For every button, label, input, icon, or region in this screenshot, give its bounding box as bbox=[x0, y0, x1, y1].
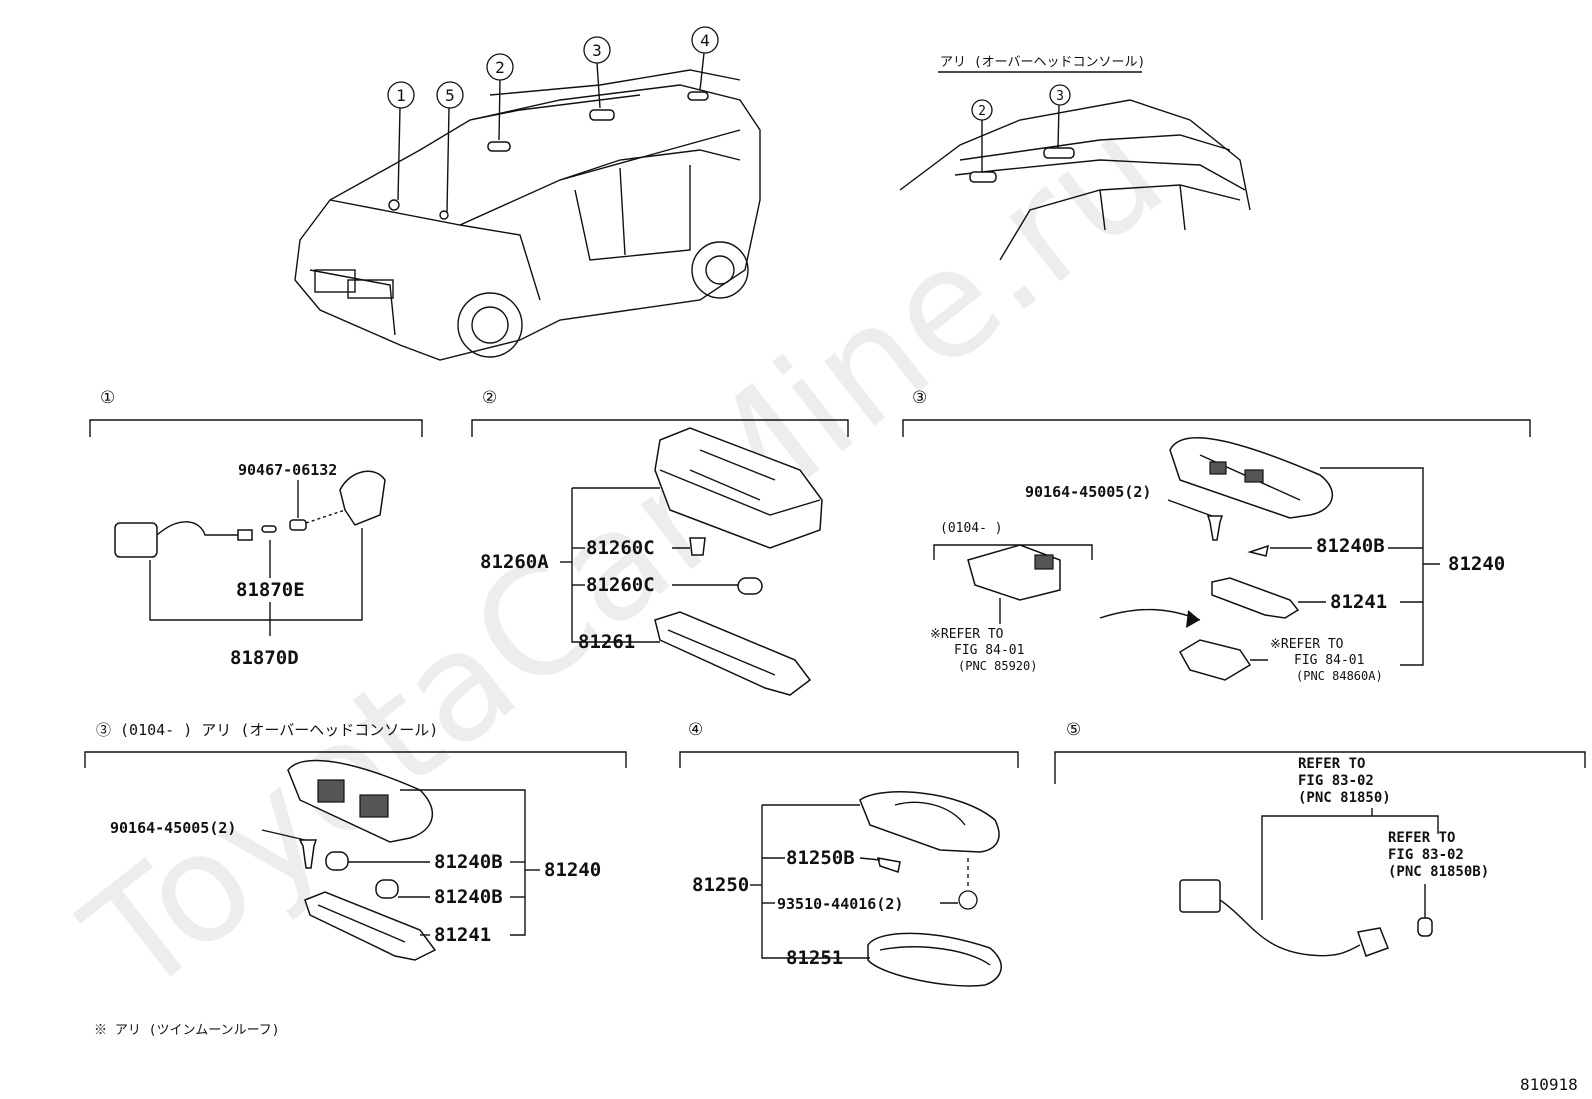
console-marker-2: 2 bbox=[978, 104, 986, 119]
part-81260C-2: 81260C bbox=[586, 574, 655, 596]
part-81250B: 81250B bbox=[786, 847, 855, 869]
part-81240-b: 81240 bbox=[544, 859, 601, 881]
section-1-header: ① bbox=[100, 388, 115, 408]
marker-5: 5 bbox=[445, 86, 455, 105]
part-81240-a: 81240 bbox=[1448, 553, 1505, 575]
section-5: ⑤ REFER TO FIG 83-02 (PNC 81850) REFER T… bbox=[1054, 720, 1586, 957]
part-90467-06132: 90467-06132 bbox=[238, 461, 337, 479]
marker-4: 4 bbox=[700, 31, 710, 50]
part-93510-44016: 93510-44016(2) bbox=[777, 895, 903, 913]
part-81260A: 81260A bbox=[480, 551, 549, 573]
part-81241-a: 81241 bbox=[1330, 591, 1387, 613]
section-4: ④ 81250 81250B 93510-44016(2) 81251 bbox=[679, 720, 1019, 987]
part-81250: 81250 bbox=[692, 874, 749, 896]
part-81240B-c: 81240B bbox=[434, 886, 503, 908]
refer-bulb-line2: FIG 83-02 bbox=[1388, 847, 1464, 863]
console-marker-3: 3 bbox=[1056, 89, 1064, 104]
section-1: ① 90467-06132 81870E 81870D bbox=[89, 388, 423, 669]
part-81240B-b: 81240B bbox=[434, 851, 503, 873]
top-right-caption: アリ (オーバーヘッドコンソール) bbox=[940, 55, 1145, 70]
overhead-console-overview: アリ (オーバーヘッドコンソール) 2 3 bbox=[899, 55, 1251, 261]
marker-3: 3 bbox=[592, 41, 602, 60]
section-2: ② 81260A 81260C 81260C 81261 bbox=[471, 388, 849, 696]
refer-switch-line2: FIG 84-01 bbox=[954, 643, 1024, 658]
part-81260C-1: 81260C bbox=[586, 537, 655, 559]
refer-bulb-line1: REFER TO bbox=[1388, 830, 1455, 846]
footnote: ※ アリ (ツインムーンルーフ) bbox=[94, 1023, 280, 1038]
refer-lamp-line3: (PNC 84860A) bbox=[1296, 669, 1383, 683]
part-81870D: 81870D bbox=[230, 647, 299, 669]
section-3-sub-label: (0104- ) bbox=[940, 521, 1003, 536]
section-5-header: ⑤ bbox=[1066, 720, 1081, 740]
part-81240B-a: 81240B bbox=[1316, 535, 1385, 557]
part-81261: 81261 bbox=[578, 631, 635, 653]
refer-switch-line3: (PNC 85920) bbox=[958, 659, 1037, 673]
section-4-header: ④ bbox=[688, 720, 703, 740]
marker-2: 2 bbox=[495, 58, 505, 77]
part-90164-45005-b: 90164-45005(2) bbox=[110, 819, 236, 837]
part-81251: 81251 bbox=[786, 947, 843, 969]
section-3b-header: ③ (0104- ) アリ (オーバーヘッドコンソール) bbox=[96, 721, 438, 739]
marker-1: 1 bbox=[396, 86, 406, 105]
part-81870E: 81870E bbox=[236, 579, 305, 601]
refer-bulb-line3: (PNC 81850B) bbox=[1388, 864, 1489, 880]
refer-harness-line1: REFER TO bbox=[1298, 756, 1365, 772]
section-2-header: ② bbox=[482, 388, 497, 408]
section-3b: ③ (0104- ) アリ (オーバーヘッドコンソール) 90164-45005… bbox=[84, 721, 627, 961]
section-3: ③ 90164-45005(2) 81240B 81240 81241 (010 bbox=[902, 388, 1531, 683]
vehicle-overview: 1 5 2 3 4 bbox=[294, 26, 761, 361]
refer-harness-line3: (PNC 81850) bbox=[1298, 790, 1391, 806]
section-3-header: ③ bbox=[912, 388, 927, 408]
refer-switch-line1: ※REFER TO bbox=[930, 627, 1004, 642]
part-90164-45005-a: 90164-45005(2) bbox=[1025, 483, 1151, 501]
refer-lamp-line1: ※REFER TO bbox=[1270, 637, 1344, 652]
figure-number: 810918 bbox=[1520, 1075, 1578, 1094]
refer-lamp-line2: FIG 84-01 bbox=[1294, 653, 1364, 668]
part-81241-b: 81241 bbox=[434, 924, 491, 946]
refer-harness-line2: FIG 83-02 bbox=[1298, 773, 1374, 789]
